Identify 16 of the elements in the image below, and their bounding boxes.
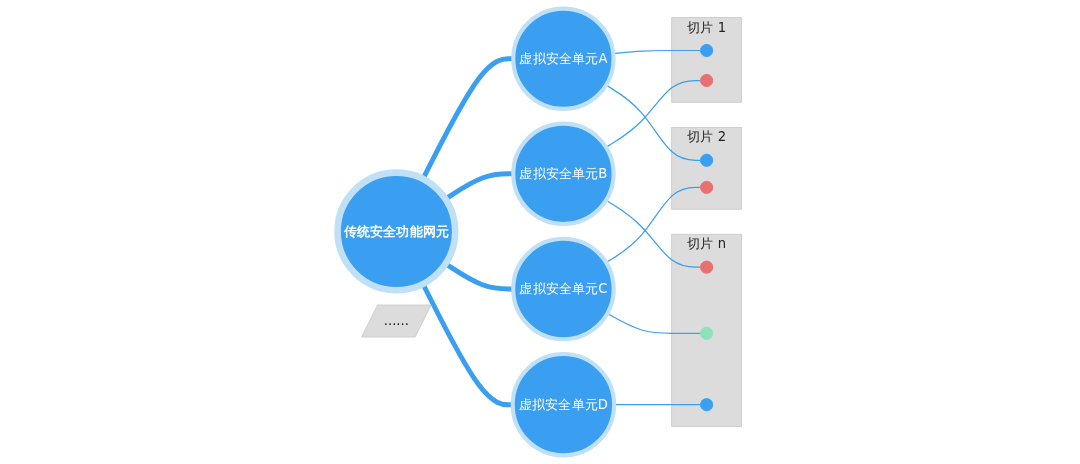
node-circle bbox=[700, 43, 714, 58]
node-circle: 虚拟安全单元B bbox=[511, 121, 617, 226]
node-circle: 虚拟安全单元A bbox=[511, 6, 617, 111]
cluster: 切片 2 bbox=[671, 127, 743, 210]
node-circle: 传统安全功能网元 bbox=[334, 169, 459, 294]
node-circle bbox=[700, 326, 714, 340]
node-circle bbox=[700, 73, 714, 88]
node-circle bbox=[700, 180, 714, 194]
node-circle bbox=[700, 153, 714, 167]
node-circle bbox=[700, 260, 714, 274]
node-circle: 虚拟安全单元D bbox=[511, 351, 617, 458]
connector bbox=[607, 312, 702, 334]
node-circle: 虚拟安全单元C bbox=[511, 236, 617, 342]
cluster: 切片 1 bbox=[671, 17, 743, 103]
node-circle bbox=[700, 398, 714, 412]
cluster: 切片 n bbox=[671, 233, 743, 427]
